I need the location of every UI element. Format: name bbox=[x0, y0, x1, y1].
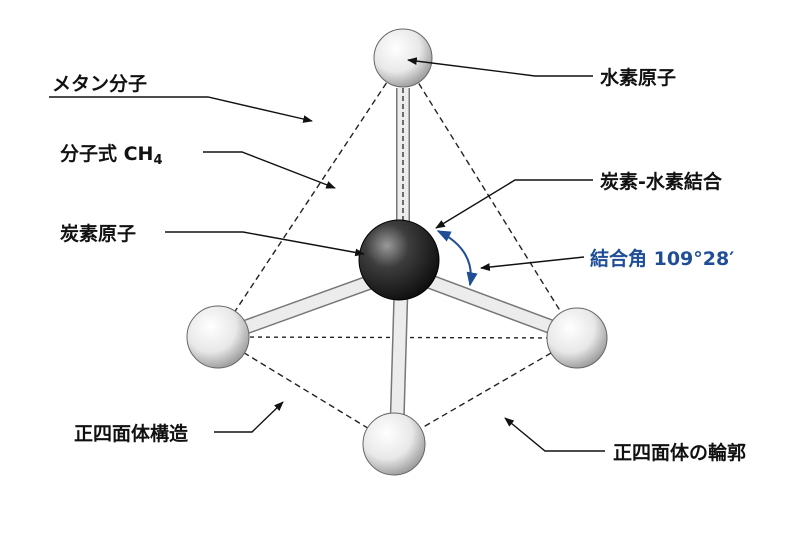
label-hydrogen-atom: 水素原子 bbox=[600, 66, 676, 89]
bond-bottom bbox=[389, 289, 409, 426]
bond-right bbox=[412, 268, 568, 340]
hydrogen-atom-bottom bbox=[362, 412, 426, 476]
edge-top-left bbox=[217, 57, 404, 338]
edge-right-front bbox=[393, 337, 578, 445]
leader-ch-bond bbox=[435, 179, 593, 229]
bond-angle-arc bbox=[436, 230, 478, 287]
molecular-formula-subscript: 4 bbox=[153, 153, 162, 168]
label-molecular-formula: 分子式 CH4 bbox=[60, 142, 163, 168]
hydrogen-atom-left bbox=[186, 305, 250, 369]
leader-molecular-formula bbox=[203, 151, 336, 189]
leader-hydrogen-atom bbox=[407, 57, 593, 77]
label-tetrahedral-structure: 正四面体構造 bbox=[74, 422, 189, 445]
label-tetrahedron-outline: 正四面体の輪郭 bbox=[613, 441, 746, 464]
hydrogen-atom-top bbox=[373, 28, 433, 88]
leader-carbon-atom bbox=[165, 231, 365, 257]
label-bond-angle: 結合角 109°28′ bbox=[590, 247, 734, 270]
leader-tetrahedral-structure bbox=[214, 401, 284, 433]
label-carbon-atom: 炭素原子 bbox=[60, 222, 136, 245]
hydrogen-atom-right bbox=[546, 307, 608, 369]
leader-methane-molecule bbox=[49, 96, 313, 123]
label-methane-molecule: メタン分子 bbox=[52, 73, 147, 95]
label-ch-bond: 炭素-水素結合 bbox=[600, 170, 723, 193]
edge-top-right bbox=[402, 57, 578, 339]
molecular-formula-text: 分子式 CH bbox=[60, 142, 153, 165]
leader-tetrahedron-outline bbox=[504, 417, 605, 452]
bond-left bbox=[229, 267, 393, 340]
leader-bond-angle bbox=[480, 256, 585, 271]
edge-left-front bbox=[217, 336, 395, 445]
leader-lines bbox=[49, 57, 605, 452]
carbon-atom bbox=[358, 219, 440, 301]
